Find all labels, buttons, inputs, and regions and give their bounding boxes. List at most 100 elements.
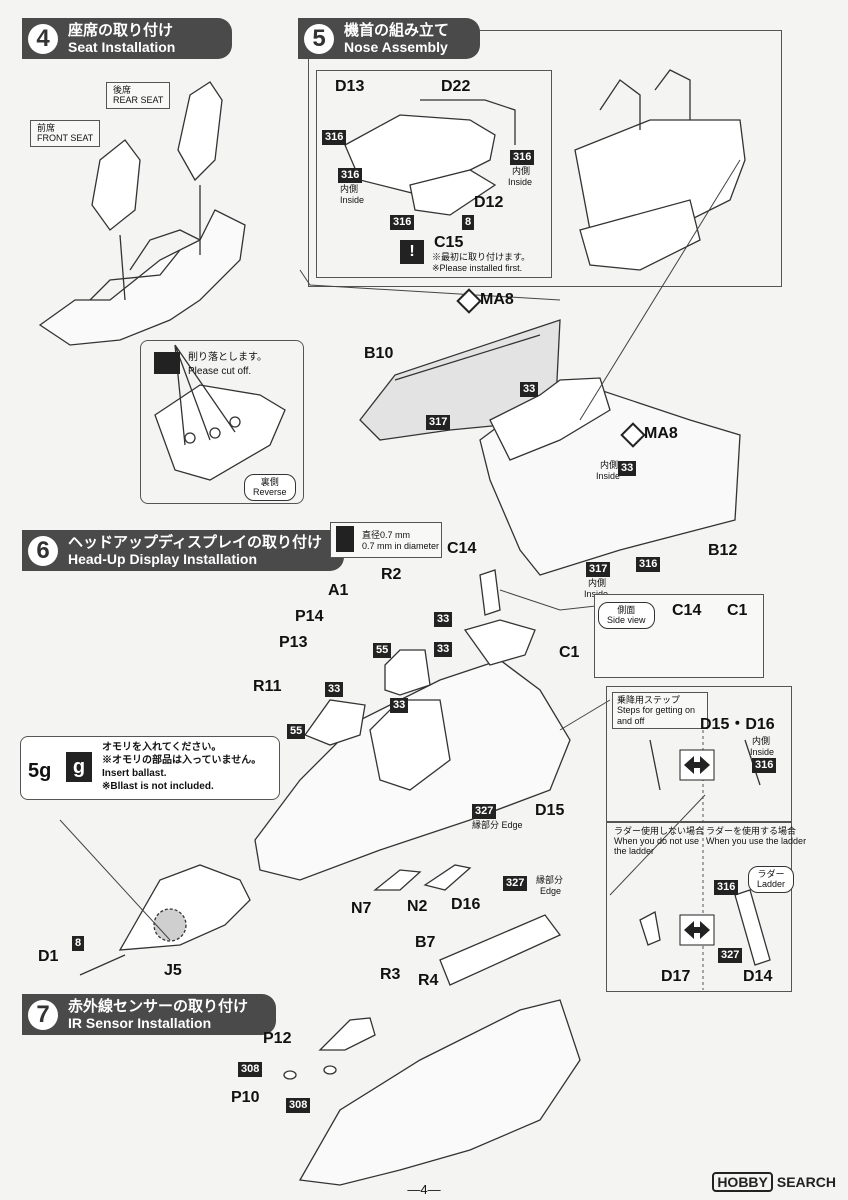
reverse-label: 裏側 Reverse	[244, 474, 296, 501]
part-label: B12	[708, 542, 738, 559]
paint-code: 8	[72, 936, 85, 951]
watermark-text: SEARCH	[776, 1174, 836, 1190]
step-title-jp: 機首の組み立て	[344, 22, 450, 39]
ladder-jp: ラダーを使用する場合	[706, 826, 797, 836]
inside-jp: 内側	[752, 736, 771, 746]
paint-code: 316	[636, 557, 661, 572]
drill-icon	[336, 526, 354, 552]
inside-jp: 内側	[600, 460, 619, 470]
ladder-panel	[606, 822, 792, 992]
paint-code: 33	[434, 612, 453, 627]
marking-label: MA8	[480, 291, 514, 308]
part-label: P13	[279, 634, 308, 651]
part-label: D15	[535, 802, 565, 819]
part-label: C15	[434, 234, 464, 251]
ballast-weight: 5g	[28, 760, 52, 782]
edge-label: 縁部分 Edge	[472, 820, 523, 830]
ballast-en-2: ※Bllast is not included.	[102, 781, 214, 792]
part-label: R2	[381, 566, 402, 583]
paint-code: 327	[503, 876, 528, 891]
paint-code: 316	[390, 215, 415, 230]
step-title-jp: 赤外線センサーの取り付け	[68, 998, 249, 1015]
part-label: D13	[335, 78, 365, 95]
paint-code: 327	[472, 804, 497, 819]
edge-jp: 縁部分	[536, 875, 564, 885]
paint-code: 317	[586, 562, 611, 577]
part-label: B7	[415, 934, 436, 951]
step-7-header: 7 赤外線センサーの取り付け IR Sensor Installation	[22, 994, 276, 1036]
paint-code: 33	[434, 642, 453, 657]
paint-code: 316	[338, 168, 363, 183]
part-label: D22	[441, 78, 471, 95]
steps-note: 乗降用ステップ Steps for getting on and off	[612, 692, 708, 730]
inside-jp: 内側	[340, 184, 359, 194]
paint-code: 316	[322, 130, 347, 145]
nose-subassembly-box	[316, 70, 552, 278]
drill-jp: 直径0.7 mm	[362, 530, 411, 540]
watermark-logo: HOBBY	[712, 1172, 773, 1192]
paint-code: 316	[510, 150, 535, 165]
page-number: —4—	[407, 1182, 441, 1197]
paint-code: 8	[462, 215, 475, 230]
ladder-en: When you use the ladder	[706, 836, 807, 846]
paint-code: 316	[752, 758, 777, 773]
part-label: D12	[474, 194, 504, 211]
step-title-en: Nose Assembly	[344, 39, 448, 56]
drill-en: 0.7 mm in diameter	[362, 541, 440, 551]
part-label: B10	[364, 345, 394, 362]
front-seat-label: 前席 FRONT SEAT	[30, 120, 101, 147]
part-label: C1	[727, 602, 748, 619]
paint-code: 33	[618, 461, 637, 476]
paint-code: 33	[325, 682, 344, 697]
part-label: J5	[164, 962, 182, 979]
step-title-jp: 座席の取り付け	[68, 22, 174, 39]
cut-off-jp: 削り落とします。	[188, 352, 267, 363]
no-ladder-en: When you do not use the ladder	[614, 836, 700, 857]
inside-jp: 内側	[588, 578, 607, 588]
side-view-label: 側面 Side view	[598, 602, 655, 629]
inside-jp: 内側	[512, 166, 531, 176]
part-label: C14	[447, 540, 477, 557]
ballast-note	[20, 736, 280, 800]
paint-code: 33	[390, 698, 409, 713]
knife-icon	[154, 352, 180, 374]
caution-icon: !	[400, 240, 424, 264]
weight-icon: g	[66, 752, 92, 782]
part-label: D1	[38, 948, 59, 965]
paint-code: 308	[286, 1098, 311, 1113]
step-number: 5	[304, 23, 334, 54]
inside-en: Inside	[508, 177, 533, 187]
ballast-en-1: Insert ballast.	[102, 768, 167, 779]
paint-code: 55	[373, 643, 392, 658]
paint-code: 317	[426, 415, 451, 430]
part-label: P12	[263, 1030, 292, 1047]
install-first-en: ※Please installed first.	[432, 263, 523, 273]
part-label: N2	[407, 898, 428, 915]
part-label: P10	[231, 1089, 260, 1106]
rear-seat-label: 後席 REAR SEAT	[106, 82, 171, 109]
part-label: R4	[418, 972, 439, 989]
part-label: C14	[672, 602, 702, 619]
step-title-en: IR Sensor Installation	[68, 1015, 212, 1032]
paint-code: 55	[287, 724, 306, 739]
cut-off-en: Please cut off.	[188, 366, 252, 377]
paint-code: 308	[238, 1062, 263, 1077]
part-label: D17	[661, 968, 691, 985]
ladder-label: ラダー Ladder	[748, 866, 795, 893]
ballast-jp-1: オモリを入れてください。	[102, 742, 222, 753]
inside-en: Inside	[596, 471, 621, 481]
ballast-jp-2: ※オモリの部品は入っていません。	[102, 755, 262, 766]
no-ladder-jp: ラダー使用しない場合	[614, 826, 705, 836]
cut-off-detail-box	[140, 340, 304, 504]
inside-en: Inside	[750, 747, 775, 757]
step-title-jp: ヘッドアップディスプレイの取り付け	[68, 534, 322, 551]
part-label: C1	[559, 644, 580, 661]
steps-panel	[606, 686, 792, 822]
step-6-header: 6 ヘッドアップディスプレイの取り付け Head-Up Display Inst…	[22, 530, 344, 572]
marking-label: MA8	[644, 425, 678, 442]
step-number: 6	[28, 535, 58, 566]
step-4-header: 4 座席の取り付け Seat Installation	[22, 18, 232, 60]
part-label: D15・D16	[700, 716, 775, 733]
